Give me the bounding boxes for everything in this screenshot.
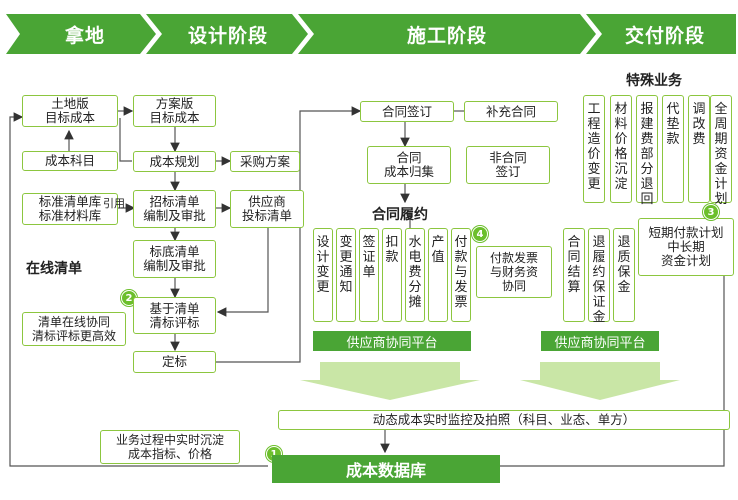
flow-arrows bbox=[300, 362, 680, 400]
non-contract-sign: 非合同 签订 bbox=[466, 146, 550, 184]
supplier-platform-construction: 供应商协同平台 bbox=[313, 331, 471, 351]
base-bill: 标底清单 编制及审批 bbox=[133, 240, 216, 278]
db-note: 业务过程中实时沉淀 成本指标、价格 bbox=[100, 430, 240, 464]
supplementary-contract: 补充合同 bbox=[464, 101, 558, 122]
stage-delivery: 交付阶段 bbox=[624, 24, 705, 47]
special-item-cost-change: 工程造价变更 bbox=[583, 95, 605, 203]
supplier-bid-bill: 供应商 投标清单 bbox=[230, 190, 304, 228]
stage-land: 拿地 bbox=[64, 24, 105, 47]
bill-evaluation: 基于清单 清标评标 bbox=[133, 297, 216, 334]
performance-title: 合同履约 bbox=[372, 207, 428, 223]
invoice-finance-note: 付款发票 与财务资 协同 bbox=[476, 246, 552, 298]
land-target-cost: 土地版 目标成本 bbox=[22, 95, 118, 127]
special-item-fee-refund: 报建费部分退回 bbox=[636, 95, 658, 207]
special-item-advance-payment: 代垫款 bbox=[662, 95, 684, 203]
fund-plan: 短期付款计划 中长期 资金计划 bbox=[638, 218, 734, 276]
badge-3: 3 bbox=[703, 204, 719, 220]
perf-item-change-notice: 变更通知 bbox=[336, 228, 356, 322]
bill-library: 标准清单库 标准材料库 bbox=[22, 193, 118, 225]
award: 定标 bbox=[133, 351, 216, 373]
badge-4: 4 bbox=[472, 226, 488, 242]
perf-item-visa: 签证单 bbox=[359, 228, 379, 322]
cost-subject: 成本科目 bbox=[22, 151, 118, 171]
perf-item-payment-invoice: 付款与发票 bbox=[451, 228, 471, 322]
contract-cost-collection: 合同 成本归集 bbox=[367, 146, 451, 184]
bid-bill: 招标清单 编制及审批 bbox=[133, 190, 216, 228]
special-item-adjustment-fee: 调改费 bbox=[688, 95, 710, 203]
note-online-collab: 清单在线协同 清标评标更高效 bbox=[22, 312, 126, 346]
supplier-platform-delivery: 供应商协同平台 bbox=[541, 331, 659, 351]
stage-header bbox=[6, 14, 736, 54]
dynamic-cost-monitor: 动态成本实时监控及拍照（科目、业态、单方） bbox=[278, 410, 730, 430]
cost-database: 成本数据库 bbox=[272, 455, 500, 483]
settle-item-contract-settlement: 合同结算 bbox=[563, 228, 585, 322]
settle-item-quality-deposit: 退质保金 bbox=[613, 228, 635, 322]
stage-construction: 施工阶段 bbox=[406, 24, 487, 47]
cost-planning: 成本规划 bbox=[133, 151, 216, 172]
perf-item-design-change: 设计变更 bbox=[313, 228, 333, 322]
procurement-plan: 采购方案 bbox=[230, 151, 300, 172]
contract-sign: 合同签订 bbox=[360, 101, 454, 122]
settle-item-performance-bond: 退履约保证金 bbox=[588, 228, 610, 325]
special-item-full-cycle-fund: 全周期资金计划 bbox=[710, 95, 732, 207]
scheme-target-cost: 方案版 目标成本 bbox=[133, 95, 216, 127]
online-bill-title: 在线清单 bbox=[26, 261, 82, 277]
stage-design: 设计阶段 bbox=[187, 24, 268, 47]
perf-item-deduction: 扣款 bbox=[382, 228, 402, 322]
special-item-material-price: 材料价格沉淀 bbox=[610, 95, 632, 203]
perf-item-utilities: 水电费分摊 bbox=[405, 228, 425, 322]
perf-item-output: 产值 bbox=[428, 228, 448, 322]
quote-label: 引用 bbox=[103, 197, 125, 210]
special-business-title: 特殊业务 bbox=[626, 73, 682, 89]
